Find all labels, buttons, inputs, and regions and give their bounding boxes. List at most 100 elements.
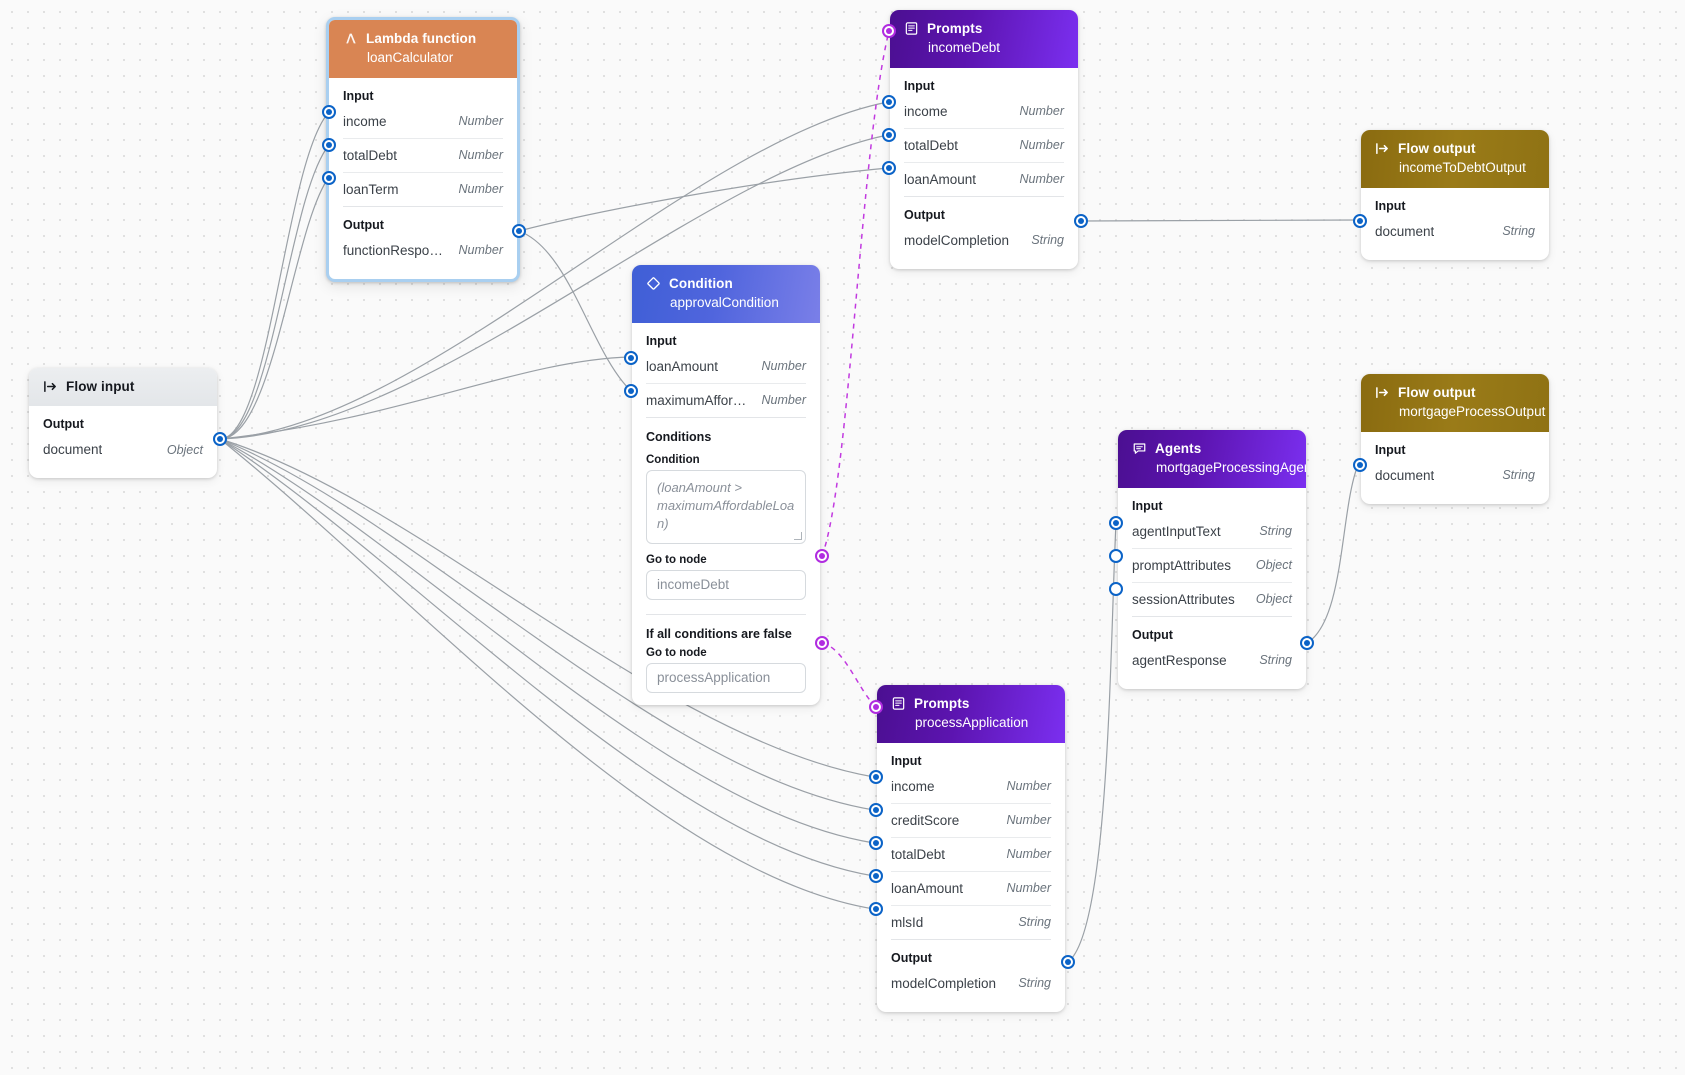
port-condition-true-out[interactable] [815,549,829,563]
input-row[interactable]: agentInputText String [1132,515,1292,549]
node-type-label: Prompts [914,696,970,711]
port-flow-input-document[interactable] [213,432,227,446]
input-row[interactable]: document String [1375,215,1535,248]
port-name: totalDebt [891,846,946,862]
input-row[interactable]: document String [1375,459,1535,492]
port-name: income [904,103,948,119]
port-lambda-totaldebt[interactable] [322,138,336,152]
port-incomedebt-totaldebt[interactable] [882,128,896,142]
port-incomedebt-conditional-in[interactable] [882,24,896,38]
port-name: agentInputText [1132,523,1221,539]
port-processapplication-totaldebt[interactable] [869,836,883,850]
port-processapplication-loanamount[interactable] [869,869,883,883]
port-agent-promptattributes[interactable] [1109,549,1123,563]
input-row[interactable]: loanTerm Number [343,173,503,206]
node-header: Lambda function loanCalculator [329,20,517,78]
port-name: agentResponse [1132,652,1227,668]
port-name: loanAmount [646,358,719,374]
port-lambda-income[interactable] [322,105,336,119]
goto-node-label: Go to node [646,553,707,566]
input-row[interactable]: income Number [891,770,1051,804]
port-agent-agentresponse[interactable] [1300,636,1314,650]
else-goto-input[interactable]: processApplication [646,662,806,693]
node-condition-approvalcondition[interactable]: Condition approvalCondition Input loanAm… [632,265,820,705]
port-processapplication-income[interactable] [869,770,883,784]
output-row[interactable]: functionResponse Number [343,234,503,267]
input-row[interactable]: creditScore Number [891,804,1051,838]
input-row[interactable]: totalDebt Number [904,129,1064,163]
input-row[interactable]: totalDebt Number [891,838,1051,872]
input-row[interactable]: sessionAttributes Object [1132,583,1292,616]
input-section-label: Input [891,753,922,768]
node-flow-output-incometodebt[interactable]: Flow output incomeToDebtOutput Input doc… [1361,130,1549,260]
condition-goto-input[interactable]: incomeDebt [646,569,806,600]
port-name: totalDebt [343,147,398,163]
condition-expression-input[interactable]: (loanAmount > maximumAffordableLoan) [646,469,806,544]
node-type-label: Flow input [66,379,135,394]
port-name: document [1375,467,1435,483]
input-row[interactable]: mlsId String [891,906,1051,939]
input-section-label: Input [1375,442,1406,457]
port-processapplication-mlsid[interactable] [869,902,883,916]
section-divider [1132,615,1292,617]
input-row[interactable]: income Number [343,105,503,139]
port-processapplication-conditional-in[interactable] [869,700,883,714]
input-row[interactable]: income Number [904,95,1064,129]
port-agent-sessionattributes[interactable] [1109,582,1123,596]
output-row[interactable]: document Object [43,433,203,466]
output-row[interactable]: modelCompletion String [904,224,1064,257]
node-body: Input income Number totalDebt Number loa… [329,78,517,279]
port-name: loanTerm [343,181,399,197]
node-body: Input document String [1361,432,1549,504]
port-name: mlsId [891,914,924,930]
node-name-label: incomeToDebtOutput [1399,160,1526,176]
node-flow-output-mortgageprocess[interactable]: Flow output mortgageProcessOutput Input … [1361,374,1549,504]
input-row[interactable]: promptAttributes Object [1132,549,1292,583]
port-incomedebt-loanamount[interactable] [882,161,896,175]
port-type: Object [1255,592,1292,607]
node-body: Input agentInputText String promptAttrib… [1118,488,1306,689]
port-type: Object [166,442,203,457]
port-agent-agentinputtext[interactable] [1109,516,1123,530]
node-body: Output document Object [29,406,217,478]
node-agents-mortgageprocessingagent[interactable]: Agents mortgageProcessingAgent Input age… [1118,430,1306,689]
input-row[interactable]: loanAmount Number [904,163,1064,196]
output-row[interactable]: agentResponse String [1132,644,1292,677]
port-incomedebt-modelcompletion[interactable] [1074,214,1088,228]
port-name: loanAmount [904,171,977,187]
port-type: Number [458,148,503,163]
input-row[interactable]: maximumAfforda… Number [646,384,806,417]
port-processapplication-modelcompletion[interactable] [1061,955,1075,969]
port-processapplication-creditscore[interactable] [869,803,883,817]
port-mortgageprocessoutput-document[interactable] [1353,458,1367,472]
node-prompts-processapplication[interactable]: Prompts processApplication Input income … [877,685,1065,1012]
port-condition-loanamount[interactable] [624,351,638,365]
node-type-label: Agents [1155,441,1202,456]
diamond-icon [646,276,661,291]
port-condition-maximumaffordable[interactable] [624,384,638,398]
port-name: modelCompletion [891,975,997,991]
input-row[interactable]: loanAmount Number [891,872,1051,906]
node-flow-input[interactable]: Flow input Output document Object [29,368,217,479]
port-type: Number [458,114,503,129]
port-incometodebtoutput-document[interactable] [1353,214,1367,228]
node-type-label: Lambda function [366,31,477,46]
port-name: document [43,442,103,458]
port-condition-false-out[interactable] [815,636,829,650]
port-incomedebt-income[interactable] [882,95,896,109]
node-lambda-function[interactable]: Lambda function loanCalculator Input inc… [326,17,520,282]
port-lambda-functionresponse[interactable] [512,224,526,238]
lambda-icon [343,31,358,46]
input-row[interactable]: loanAmount Number [646,350,806,384]
flow-output-icon [1375,385,1390,400]
input-row[interactable]: totalDebt Number [343,139,503,173]
port-lambda-loanterm[interactable] [322,171,336,185]
node-name-label: processApplication [915,715,1029,731]
port-type: Number [1006,779,1051,794]
port-type: String [1259,524,1292,539]
output-row[interactable]: modelCompletion String [891,967,1051,1000]
node-header: Agents mortgageProcessingAgent [1118,430,1306,488]
node-prompts-incomedebt[interactable]: Prompts incomeDebt Input income Number t… [890,10,1078,269]
port-type: Number [761,393,806,408]
